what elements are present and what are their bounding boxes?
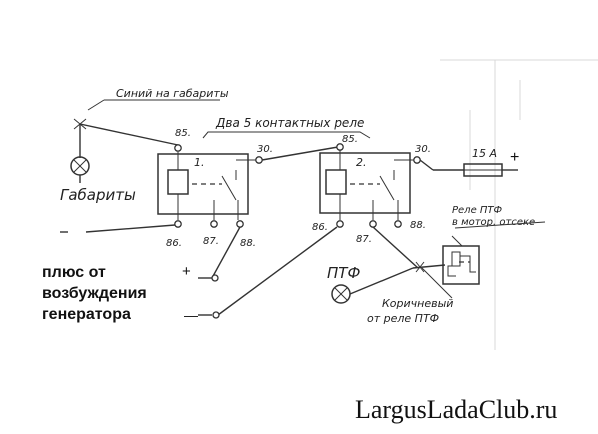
svg-text:86.: 86. — [166, 238, 182, 249]
svg-text:30.: 30. — [415, 144, 431, 155]
wire-relay1-30-to-relay2-85 — [261, 146, 339, 161]
relay1-pin87 — [210, 220, 218, 228]
relay2-pin88 — [394, 220, 402, 228]
blue-wire-label: Синий на габариты — [116, 87, 229, 100]
brown-wire-label: Коричневый от реле ПТФ — [367, 297, 453, 325]
relay1-ground — [60, 224, 176, 233]
generator-excitation-note: плюс от возбуждения генератора — [42, 264, 147, 323]
brown-wire-line2: от реле ПТФ — [367, 312, 439, 325]
relay-1: 1. 85. 30. 86. 87. 88. — [157, 128, 273, 249]
svg-text:87.: 87. — [203, 236, 219, 247]
plus-sign-fuse: + — [510, 149, 519, 166]
relay2-number: 2. — [356, 156, 367, 169]
brown-wire-line1: Коричневый — [382, 297, 453, 310]
minus-sign: — — [184, 307, 198, 323]
relay2-pin86 — [336, 220, 344, 228]
generator-feed: + — [182, 226, 241, 282]
relay1-pin30 — [255, 156, 263, 164]
relay1-coil — [167, 169, 189, 195]
relay1-number: 1. — [194, 156, 205, 169]
relay1-pin85 — [174, 144, 182, 152]
relay2-pin30 — [413, 156, 421, 164]
relay-2: 2. 85. 30. 86. 87. 88. — [312, 134, 431, 245]
wire-relay2-87-to-fog-relay — [372, 226, 419, 269]
fog-relay: Реле ПТФ в мотор. отсеке — [442, 205, 546, 285]
fuse-rating: 15 А — [472, 147, 497, 160]
relay2-coil — [325, 169, 347, 195]
relays-caption: Два 5 контактных реле — [215, 116, 364, 130]
relay-caption: Два 5 контактных реле — [202, 116, 371, 139]
fuse-branch: 15 А + — [419, 147, 519, 177]
parking-lamp: Габариты — [60, 156, 136, 204]
svg-text:88.: 88. — [410, 220, 426, 231]
relay1-pin86 — [174, 220, 182, 228]
relay2-ground — [198, 226, 338, 319]
relay1-pin88 — [236, 220, 244, 228]
parking-lamp-label: Габариты — [60, 186, 136, 204]
blue-wire-input: Синий на габариты — [73, 87, 229, 158]
plus-sign-generator: + — [182, 263, 191, 280]
svg-text:87.: 87. — [356, 234, 372, 245]
fog-relay-label-line1: Реле ПТФ — [452, 205, 503, 216]
svg-text:88.: 88. — [240, 238, 256, 249]
site-watermark: LargusLadaClub.ru — [355, 395, 558, 424]
svg-text:30.: 30. — [257, 144, 273, 155]
svg-text:85.: 85. — [342, 134, 358, 145]
relay2-pin87 — [369, 220, 377, 228]
svg-text:86.: 86. — [312, 222, 328, 233]
fog-relay-label-line2: в мотор. отсеке — [452, 217, 535, 228]
fog-lamp-label: ПТФ — [327, 264, 360, 282]
fog-lamp: ПТФ — [327, 261, 453, 304]
relay2-pin85 — [336, 143, 344, 151]
fog-relay-box — [442, 245, 480, 285]
svg-text:85.: 85. — [175, 128, 191, 139]
